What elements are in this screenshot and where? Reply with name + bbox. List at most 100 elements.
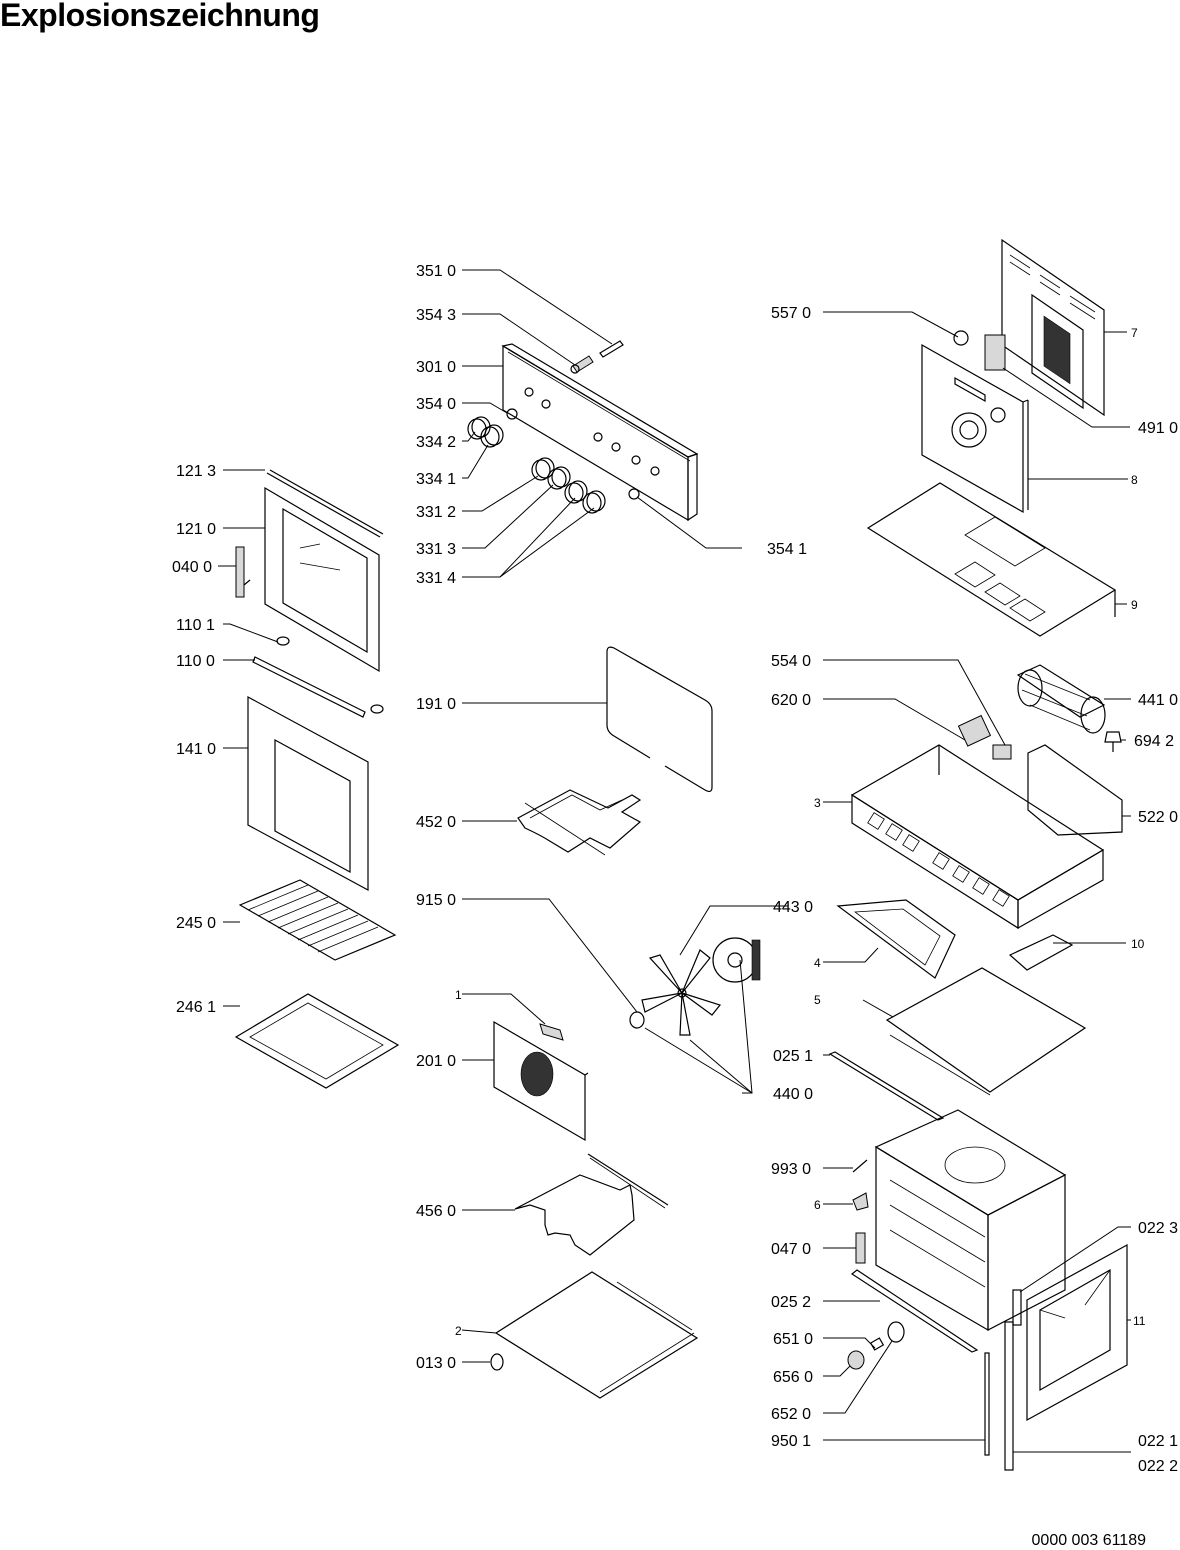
callout-label: 656 0 [773, 1369, 813, 1386]
callout-label: 652 0 [771, 1406, 811, 1423]
part-foot-013 [490, 1353, 504, 1371]
callout-label: 440 0 [773, 1086, 813, 1103]
part-fan-blade [641, 949, 722, 1036]
part-wire-shelf [238, 879, 397, 961]
callout-label: 11 [1133, 1314, 1146, 1328]
part-tangential-fan [1016, 664, 1106, 734]
callout-label: 334 2 [416, 434, 456, 451]
callout-label: 047 0 [771, 1241, 811, 1258]
leader-lines [218, 269, 1131, 1453]
part-handle-110 [252, 636, 384, 718]
callout-label: 456 0 [416, 1203, 456, 1220]
part-fan-plate [921, 330, 1029, 514]
callout-label: 6 [814, 1198, 821, 1212]
callout-label: 191 0 [416, 696, 456, 713]
part-door-glass [247, 695, 369, 892]
callout-label: 025 2 [771, 1294, 811, 1311]
part-control-panel [501, 343, 699, 522]
callout-label: 331 4 [416, 570, 456, 587]
part-seal-950 [984, 1352, 990, 1456]
callout-label: 2 [455, 1324, 462, 1338]
callout-label: 443 0 [773, 899, 813, 916]
callout-label: 022 2 [1138, 1458, 1178, 1475]
callout-label: 025 1 [773, 1048, 813, 1065]
part-door-gasket [606, 646, 713, 793]
part-baking-tray [234, 993, 400, 1089]
callout-label: 040 0 [172, 559, 212, 576]
callout-label: 554 0 [771, 653, 811, 670]
callout-label: 557 0 [771, 305, 811, 322]
part-shelf-5 [885, 967, 1087, 1096]
part-rail-025-2 [850, 1269, 979, 1353]
callout-label: 331 2 [416, 504, 456, 521]
part-relay-620 [957, 714, 992, 747]
document-number: 0000 003 61189 [1031, 1532, 1146, 1549]
part-bottom-plate [494, 1271, 699, 1399]
callout-label: 301 0 [416, 359, 456, 376]
part-hinge-022 [1004, 1289, 1022, 1471]
part-connector-694 [1104, 731, 1122, 752]
part-programmer-522 [1027, 744, 1123, 836]
callout-label: 351 0 [416, 263, 456, 280]
callout-label: 8 [1131, 473, 1138, 487]
part-pin [570, 340, 624, 374]
callout-label: 441 0 [1138, 692, 1178, 709]
part-bracket-10 [1008, 934, 1074, 971]
part-lamp [847, 1321, 905, 1370]
callout-labels: 351 0 354 3 301 0 354 0 334 2 334 1 331 … [172, 263, 1178, 1475]
part-fan-cover [493, 1020, 589, 1142]
callout-label: 022 3 [1138, 1220, 1178, 1237]
callout-label: 620 0 [771, 692, 811, 709]
part-control-box [850, 744, 1105, 930]
callout-label: 10 [1131, 937, 1145, 951]
callout-label: 013 0 [416, 1355, 456, 1372]
part-nut-915 [629, 1011, 645, 1029]
callout-label: 651 0 [773, 1331, 813, 1348]
callout-label: 022 1 [1138, 1433, 1178, 1450]
part-door-inner-frame [264, 469, 384, 673]
callout-label: 141 0 [176, 741, 216, 758]
callout-label: 9 [1131, 598, 1138, 612]
callout-label: 354 0 [416, 396, 456, 413]
callout-label: 110 1 [176, 617, 215, 634]
part-hinge-040 [235, 546, 251, 598]
part-screw-993 [852, 1159, 868, 1173]
part-fan-motor [712, 937, 761, 983]
callout-label: 354 3 [416, 307, 456, 324]
callout-label: 915 0 [416, 892, 456, 909]
part-back-panel [1001, 238, 1105, 417]
part-top-heater [517, 789, 642, 856]
callout-label: 331 3 [416, 541, 456, 558]
callout-label: 950 1 [771, 1433, 811, 1450]
part-top-plate [866, 482, 1117, 637]
callout-label: 4 [814, 956, 821, 970]
part-oven-cavity [874, 1109, 1067, 1332]
callout-label: 993 0 [771, 1161, 811, 1178]
callout-label: 694 2 [1134, 733, 1174, 750]
part-rail-025-1 [828, 1051, 945, 1121]
callout-label: 201 0 [416, 1053, 456, 1070]
callout-label: 354 1 [767, 541, 807, 558]
callout-label: 452 0 [416, 814, 456, 831]
callout-label: 491 0 [1138, 420, 1178, 437]
part-hinge-6 [852, 1192, 869, 1211]
part-bracket-4 [836, 899, 956, 979]
callout-label: 7 [1131, 326, 1138, 340]
callout-label: 522 0 [1138, 809, 1178, 826]
callout-label: 110 0 [176, 653, 215, 670]
part-bottom-heater [514, 1153, 669, 1256]
callout-label: 334 1 [416, 471, 456, 488]
callout-label: 246 1 [176, 999, 216, 1016]
part-switch-554 [992, 744, 1012, 760]
page-title: Explosionszeichnung [0, 0, 320, 33]
callout-label: 5 [814, 993, 821, 1007]
callout-label: 121 0 [176, 521, 216, 538]
callout-label: 245 0 [176, 915, 216, 932]
part-knobs [467, 408, 640, 514]
callout-label: 1 [455, 988, 462, 1002]
part-side-frame [1026, 1243, 1128, 1422]
part-bracket-047 [855, 1232, 866, 1264]
part-clip-1 [539, 1023, 564, 1041]
callout-label: 121 3 [176, 463, 216, 480]
